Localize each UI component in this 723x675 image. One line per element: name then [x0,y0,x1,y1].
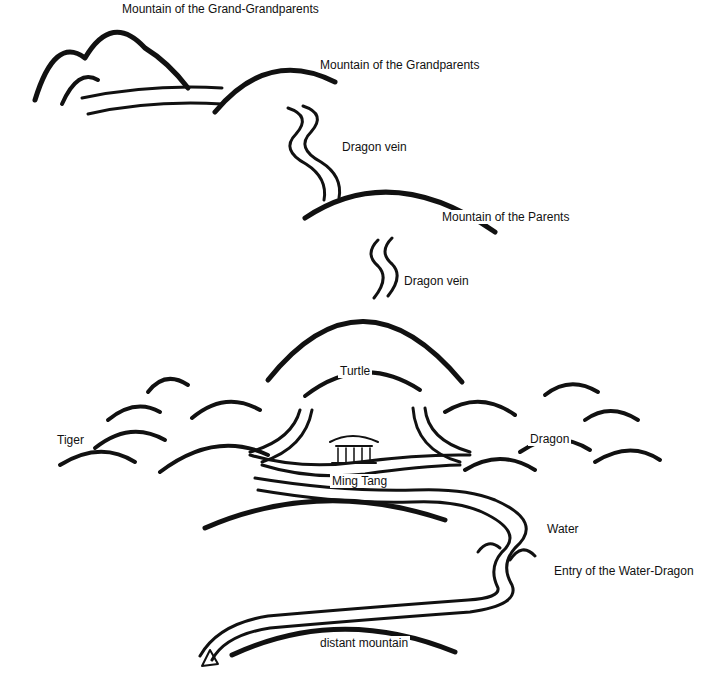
label: Mountain of the Grandparents [318,58,481,72]
label: Entry of the Water-Dragon [552,564,696,578]
label: Dragon [528,432,571,446]
label: Tiger [55,433,86,447]
label: Turtle [338,364,372,378]
label: Dragon vein [340,140,409,154]
label: Ming Tang [330,474,389,488]
label: Mountain of the Grand-Grandparents [120,2,321,16]
label: Mountain of the Parents [440,210,571,224]
label: distant mountain [318,636,410,650]
label: Water [545,522,581,536]
label: Dragon vein [402,274,471,288]
